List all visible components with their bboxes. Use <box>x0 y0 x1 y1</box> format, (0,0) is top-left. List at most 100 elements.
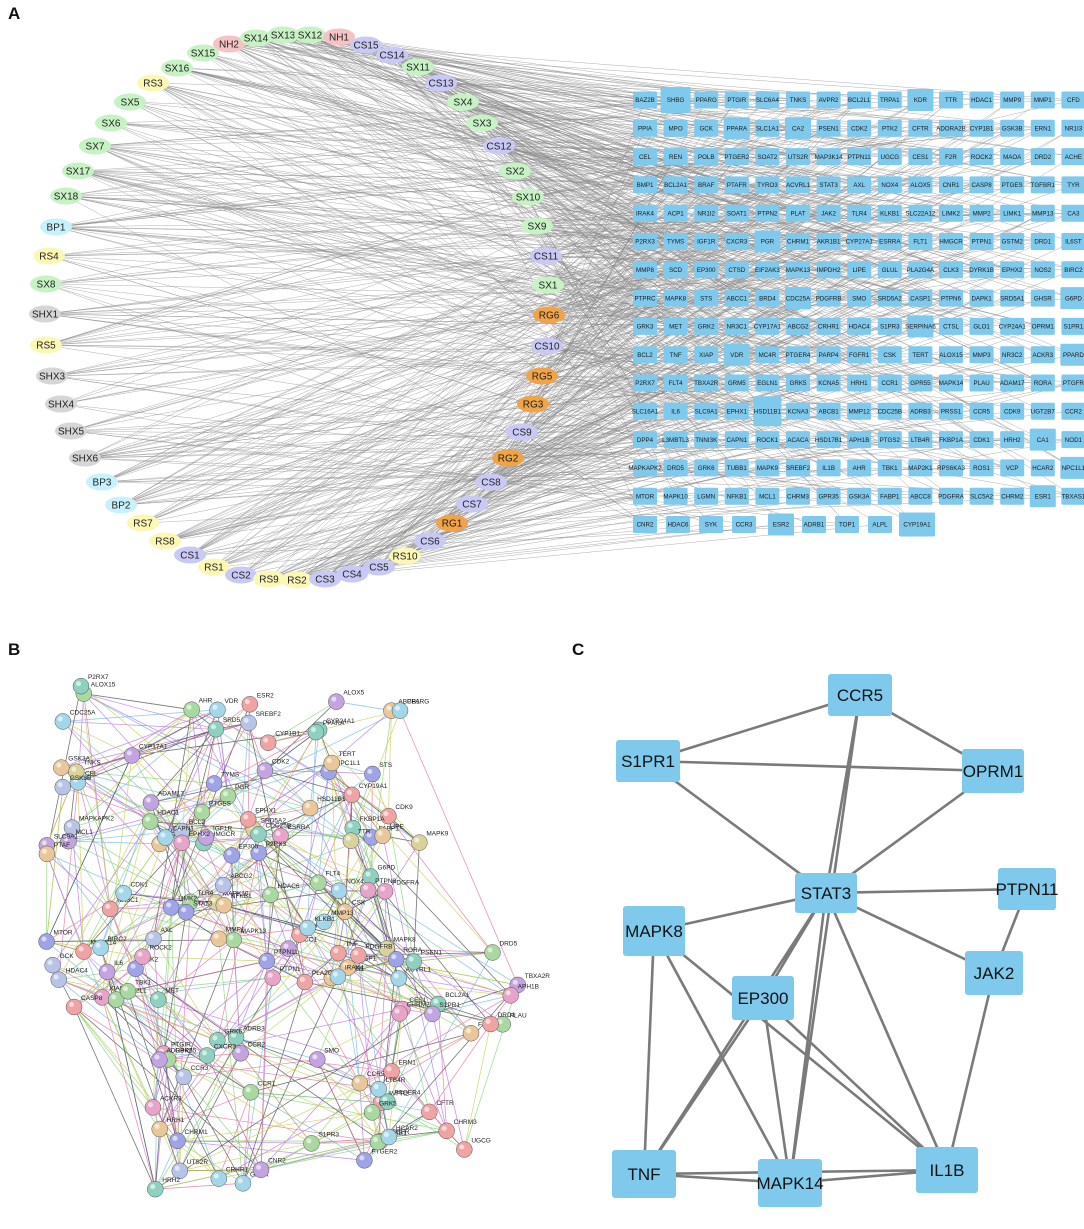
protein-node: MTOR <box>38 930 73 950</box>
target-node: SLC5A2 <box>969 487 994 505</box>
target-node: PLA2G4A <box>907 261 935 279</box>
compound-node: SX14 <box>240 29 272 47</box>
compound-node: RS9 <box>253 570 285 588</box>
target-node: S1PR1 <box>1061 317 1084 335</box>
target-node-label: FLT4 <box>669 380 684 387</box>
target-node: KCNA3 <box>786 402 810 420</box>
protein-node-label: HMGCR <box>211 831 236 838</box>
compound-node-label: SX8 <box>37 280 56 291</box>
compound-node: CS11 <box>530 247 562 265</box>
target-node: JAK2 <box>816 204 841 222</box>
target-node: GLUL <box>877 261 902 279</box>
compound-node-label: CS1 <box>180 551 200 562</box>
target-node-label: F2R <box>945 154 957 161</box>
target-node: STAT3 <box>816 176 841 194</box>
target-node: NOD1 <box>1061 431 1084 449</box>
protein-node-label: VDR <box>224 698 238 705</box>
target-node: PTPN2 <box>755 204 780 222</box>
target-node-label: PTGFR <box>1063 380 1084 387</box>
target-node-label: AKR1B1 <box>817 239 841 246</box>
compound-node: BP2 <box>105 496 137 514</box>
protein-node: HDAC1 <box>141 810 180 830</box>
target-node-label: GRM5 <box>728 380 746 387</box>
protein-node-label: CCR5 <box>367 1071 385 1078</box>
compound-node-label: CS6 <box>420 537 440 548</box>
target-node: HCAR2 <box>1030 459 1055 477</box>
hub-gene-node: MAPK8 <box>623 906 685 956</box>
protein-node: NOX4 <box>330 879 364 899</box>
protein-node-label: PLA2G4A <box>312 970 342 977</box>
protein-node-label: HCAR2 <box>396 1125 418 1132</box>
protein-node-label: PDGFRA <box>392 879 420 886</box>
compound-node: SX7 <box>79 137 111 155</box>
target-node-label: CYP17A1 <box>754 324 782 331</box>
protein-node: ERN1 <box>383 1059 416 1080</box>
protein-node-label: MAPK13 <box>241 928 267 935</box>
target-node-label: CHRM3 <box>787 493 810 500</box>
protein-node: HRH1 <box>151 1117 185 1138</box>
target-node-label: CYP1B1 <box>970 126 994 133</box>
compound-node: CS5 <box>363 558 395 576</box>
compound-node-label: BP3 <box>93 478 112 489</box>
target-node: CHRM1 <box>786 233 810 250</box>
protein-node-label: HDAC6 <box>277 883 299 890</box>
target-node: TBXAS1 <box>1061 487 1084 505</box>
compound-node-label: NH1 <box>329 33 349 44</box>
hub-gene-label: MAPK8 <box>625 922 683 941</box>
target-node-label: NR3C2 <box>1002 352 1023 359</box>
target-node-label: PLAU <box>974 380 990 387</box>
protein-node: JAK2 <box>127 957 158 977</box>
target-node-label: APH1B <box>849 437 869 444</box>
target-node-label: PTGS2 <box>880 437 901 444</box>
protein-node: GSK3B <box>54 775 92 796</box>
target-node-label: FGFR1 <box>849 352 870 359</box>
target-node-label: GSK3B <box>1002 126 1023 133</box>
target-node: CTSD <box>724 261 749 279</box>
target-node-label: GLO1 <box>973 324 990 331</box>
protein-node: PTPN2 <box>359 878 396 899</box>
compound-node: SX6 <box>95 114 127 132</box>
protein-node: XIAP <box>93 985 124 1006</box>
compound-node-label: SHX6 <box>72 454 99 465</box>
target-node: TYRO3 <box>755 176 780 194</box>
target-node: LIMK2 <box>939 204 963 222</box>
target-node-label: CDK9 <box>1004 409 1021 416</box>
protein-node: PDGFRA <box>376 879 420 900</box>
compound-node-label: SX11 <box>406 63 430 74</box>
compound-node-label: RS9 <box>259 575 279 586</box>
target-node: CEL <box>633 148 657 166</box>
target-node-label: L3MBTL3 <box>662 437 689 444</box>
target-node-label: CCR2 <box>1065 409 1082 416</box>
target-node: CYP17A1 <box>754 317 782 335</box>
compound-node: BP1 <box>40 218 72 236</box>
target-node-label: CCR5 <box>973 409 990 416</box>
target-node-label: PTPN2 <box>757 210 778 217</box>
compound-node-label: RG5 <box>532 372 553 383</box>
compound-node-label: CS9 <box>512 428 532 439</box>
protein-node: AXL <box>145 927 173 948</box>
target-node-label: MAP3K14 <box>815 154 843 161</box>
protein-node: PTAF <box>38 842 70 863</box>
target-node-label: DRD2 <box>1034 154 1051 161</box>
compound-node: CS10 <box>531 337 563 355</box>
target-node: CAPN1 <box>724 431 749 449</box>
target-node: PSEN1 <box>816 119 841 137</box>
target-node: EIF2AK3 <box>755 261 780 279</box>
target-node: SMO <box>847 289 872 307</box>
protein-node-label: GSK3B <box>70 775 92 782</box>
protein-node-label: APH1B <box>518 983 539 990</box>
target-node: KLKB1 <box>877 204 902 222</box>
protein-node-label: TNKS <box>83 760 101 767</box>
target-node-label: CDC25B <box>878 409 902 416</box>
protein-node: TYMS <box>205 771 240 792</box>
protein-node-label: GRK5 <box>379 1100 397 1107</box>
target-node-label: BMP1 <box>637 182 654 189</box>
target-node: SYK <box>699 516 723 533</box>
target-node-label: ESR1 <box>1035 493 1052 500</box>
target-node: CYP1B1 <box>969 119 994 137</box>
target-node: CDC25B <box>878 402 902 420</box>
target-node: UTS2R <box>786 148 810 166</box>
target-node: MMP8 <box>633 261 657 279</box>
target-node-label: ABCG2 <box>788 324 810 331</box>
protein-node: APH1B <box>502 983 539 1004</box>
